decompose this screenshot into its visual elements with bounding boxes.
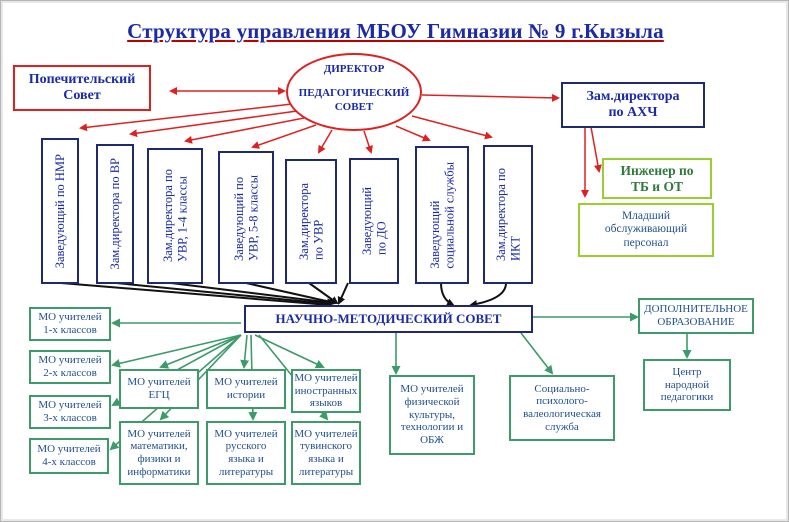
engineer-label: Инженер по ТБ и ОТ: [620, 162, 694, 194]
column-do: Заведующий по ДО: [349, 158, 399, 284]
group-pe-technology-label: МО учителей физической культуры, техноло…: [400, 383, 464, 446]
group-history-label: МО учителей истории: [214, 376, 278, 401]
group-egc: МО учителей ЕГЦ: [119, 369, 199, 409]
group-math-physics: МО учителей математики, физики и информа…: [119, 421, 199, 485]
column-social-label: Заведующий социальной службы: [427, 161, 456, 269]
column-ikt-label: Зам.директора по ИКТ: [493, 167, 522, 261]
group-grade-2: МО учителей 2-х классов: [29, 350, 111, 384]
column-uvr: Зам.директора по УВР: [285, 159, 337, 284]
column-social: Заведующий социальной службы: [415, 146, 469, 284]
pedagogical-council-label: ПЕДАГОГИЧЕСКИЙ СОВЕТ: [298, 87, 410, 113]
column-uvr-5-8-label: Заведующий по УВР, 5-8 классы: [231, 174, 260, 261]
group-grade-3-label: МО учителей 3-х классов: [38, 399, 102, 424]
group-russian: МО учителей русского языка и литературы: [206, 421, 286, 485]
group-grade-4: МО учителей 4-х классов: [29, 438, 109, 474]
pedagogy-center-label: Центр народной педагогики: [660, 366, 714, 404]
column-do-label: Заведующий по ДО: [359, 187, 388, 255]
director-ellipse: ДИРЕКТОР ПЕДАГОГИЧЕСКИЙ СОВЕТ: [286, 53, 422, 131]
method-council-box: НАУЧНО-МЕТОДИЧЕСКИЙ СОВЕТ: [244, 305, 533, 333]
column-vr: Зам.директора по ВР: [96, 144, 134, 284]
deputy-ahch-box: Зам.директора по АХЧ: [561, 82, 705, 128]
column-uvr-5-8: Заведующий по УВР, 5-8 классы: [218, 151, 274, 284]
column-nmr: Заведующий по НМР: [41, 138, 79, 284]
column-vr-label: Зам.директора по ВР: [107, 158, 122, 270]
group-grade-2-label: МО учителей 2-х классов: [38, 354, 102, 379]
group-grade-1-label: МО учителей 1-х классов: [38, 311, 102, 336]
group-tuvan-label: МО учителей тувинского языка и литератур…: [294, 427, 358, 478]
trustees-label: Попечительский Совет: [28, 71, 136, 103]
group-egc-label: МО учителей ЕГЦ: [127, 376, 191, 401]
junior-staff-label: Младший обслуживающий персонал: [604, 210, 688, 249]
column-ikt: Зам.директора по ИКТ: [483, 145, 533, 284]
group-grade-1: МО учителей 1-х классов: [29, 307, 111, 341]
group-math-physics-label: МО учителей математики, физики и информа…: [127, 427, 191, 478]
extra-education-label: ДОПОЛНИТЕЛЬНОЕ ОБРАЗОВАНИЕ: [644, 303, 748, 328]
group-tuvan: МО учителей тувинского языка и литератур…: [291, 421, 361, 485]
page-title: Структура управления МБОУ Гимназии № 9 г…: [127, 19, 664, 43]
method-council-label: НАУЧНО-МЕТОДИЧЕСКИЙ СОВЕТ: [275, 310, 502, 326]
trustees-box: Попечительский Совет: [13, 65, 151, 111]
group-foreign-languages: МО учителей иностранных языков: [291, 369, 361, 413]
engineer-box: Инженер по ТБ и ОТ: [602, 158, 712, 199]
group-pe-technology: МО учителей физической культуры, техноло…: [389, 375, 475, 455]
director-arrows: [79, 87, 602, 198]
deputy-ahch-label: Зам.директора по АХЧ: [586, 88, 680, 120]
social-service-label: Социально- психолого- валеологическая сл…: [523, 382, 601, 433]
extra-education-box: ДОПОЛНИТЕЛЬНОЕ ОБРАЗОВАНИЕ: [638, 298, 754, 334]
group-russian-label: МО учителей русского языка и литературы: [214, 427, 278, 478]
group-history: МО учителей истории: [206, 369, 286, 409]
column-uvr-1-4-label: Зам.директора по УВР, 1-4 классы: [160, 169, 189, 263]
group-foreign-languages-label: МО учителей иностранных языков: [294, 372, 358, 410]
column-uvr-1-4: Зам.директора по УВР, 1-4 классы: [147, 148, 203, 284]
column-uvr-label: Зам.директора по УВР: [296, 183, 325, 260]
director-label: ДИРЕКТОР: [323, 63, 385, 75]
pedagogy-center-box: Центр народной педагогики: [643, 359, 731, 411]
group-grade-3: МО учителей 3-х классов: [29, 395, 111, 429]
group-grade-4-label: МО учителей 4-х классов: [37, 443, 101, 468]
junior-staff-box: Младший обслуживающий персонал: [578, 203, 714, 257]
council-arrows: [60, 282, 507, 309]
social-service-box: Социально- психолого- валеологическая сл…: [509, 375, 615, 441]
column-nmr-label: Заведующий по НМР: [52, 153, 67, 269]
